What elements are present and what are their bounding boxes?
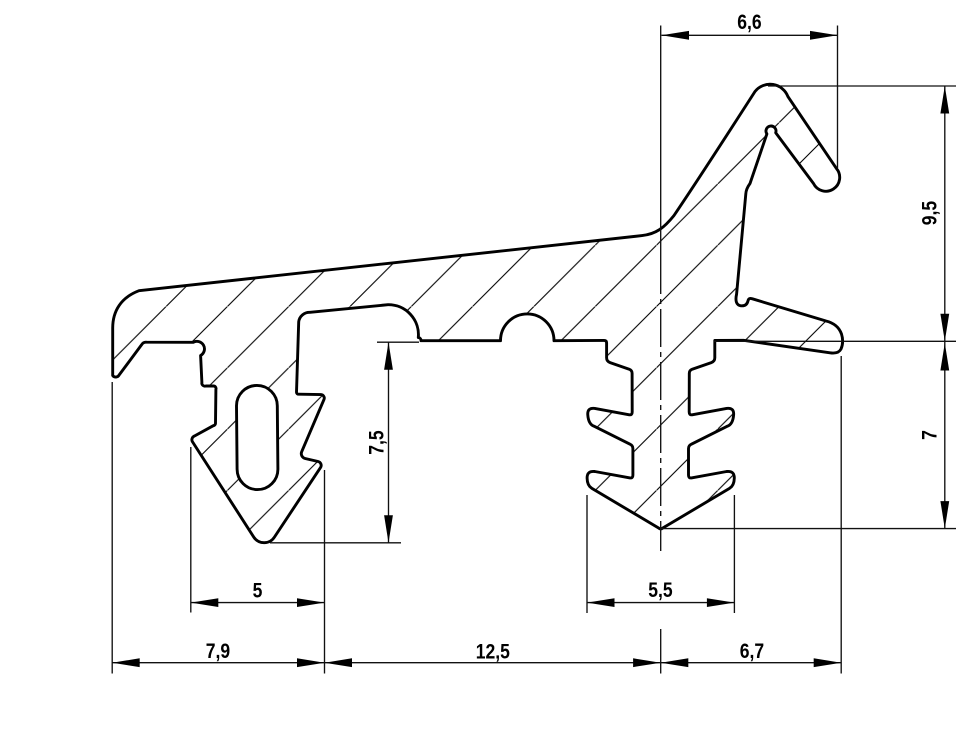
svg-text:7,5: 7,5 <box>365 430 389 454</box>
svg-text:7: 7 <box>918 430 942 440</box>
svg-text:9,5: 9,5 <box>918 201 942 225</box>
svg-text:12,5: 12,5 <box>476 640 510 664</box>
svg-text:6,7: 6,7 <box>740 639 764 663</box>
svg-text:5: 5 <box>253 579 263 603</box>
svg-text:6,6: 6,6 <box>737 10 761 34</box>
svg-text:5,5: 5,5 <box>648 578 672 602</box>
svg-text:7,9: 7,9 <box>206 639 230 663</box>
